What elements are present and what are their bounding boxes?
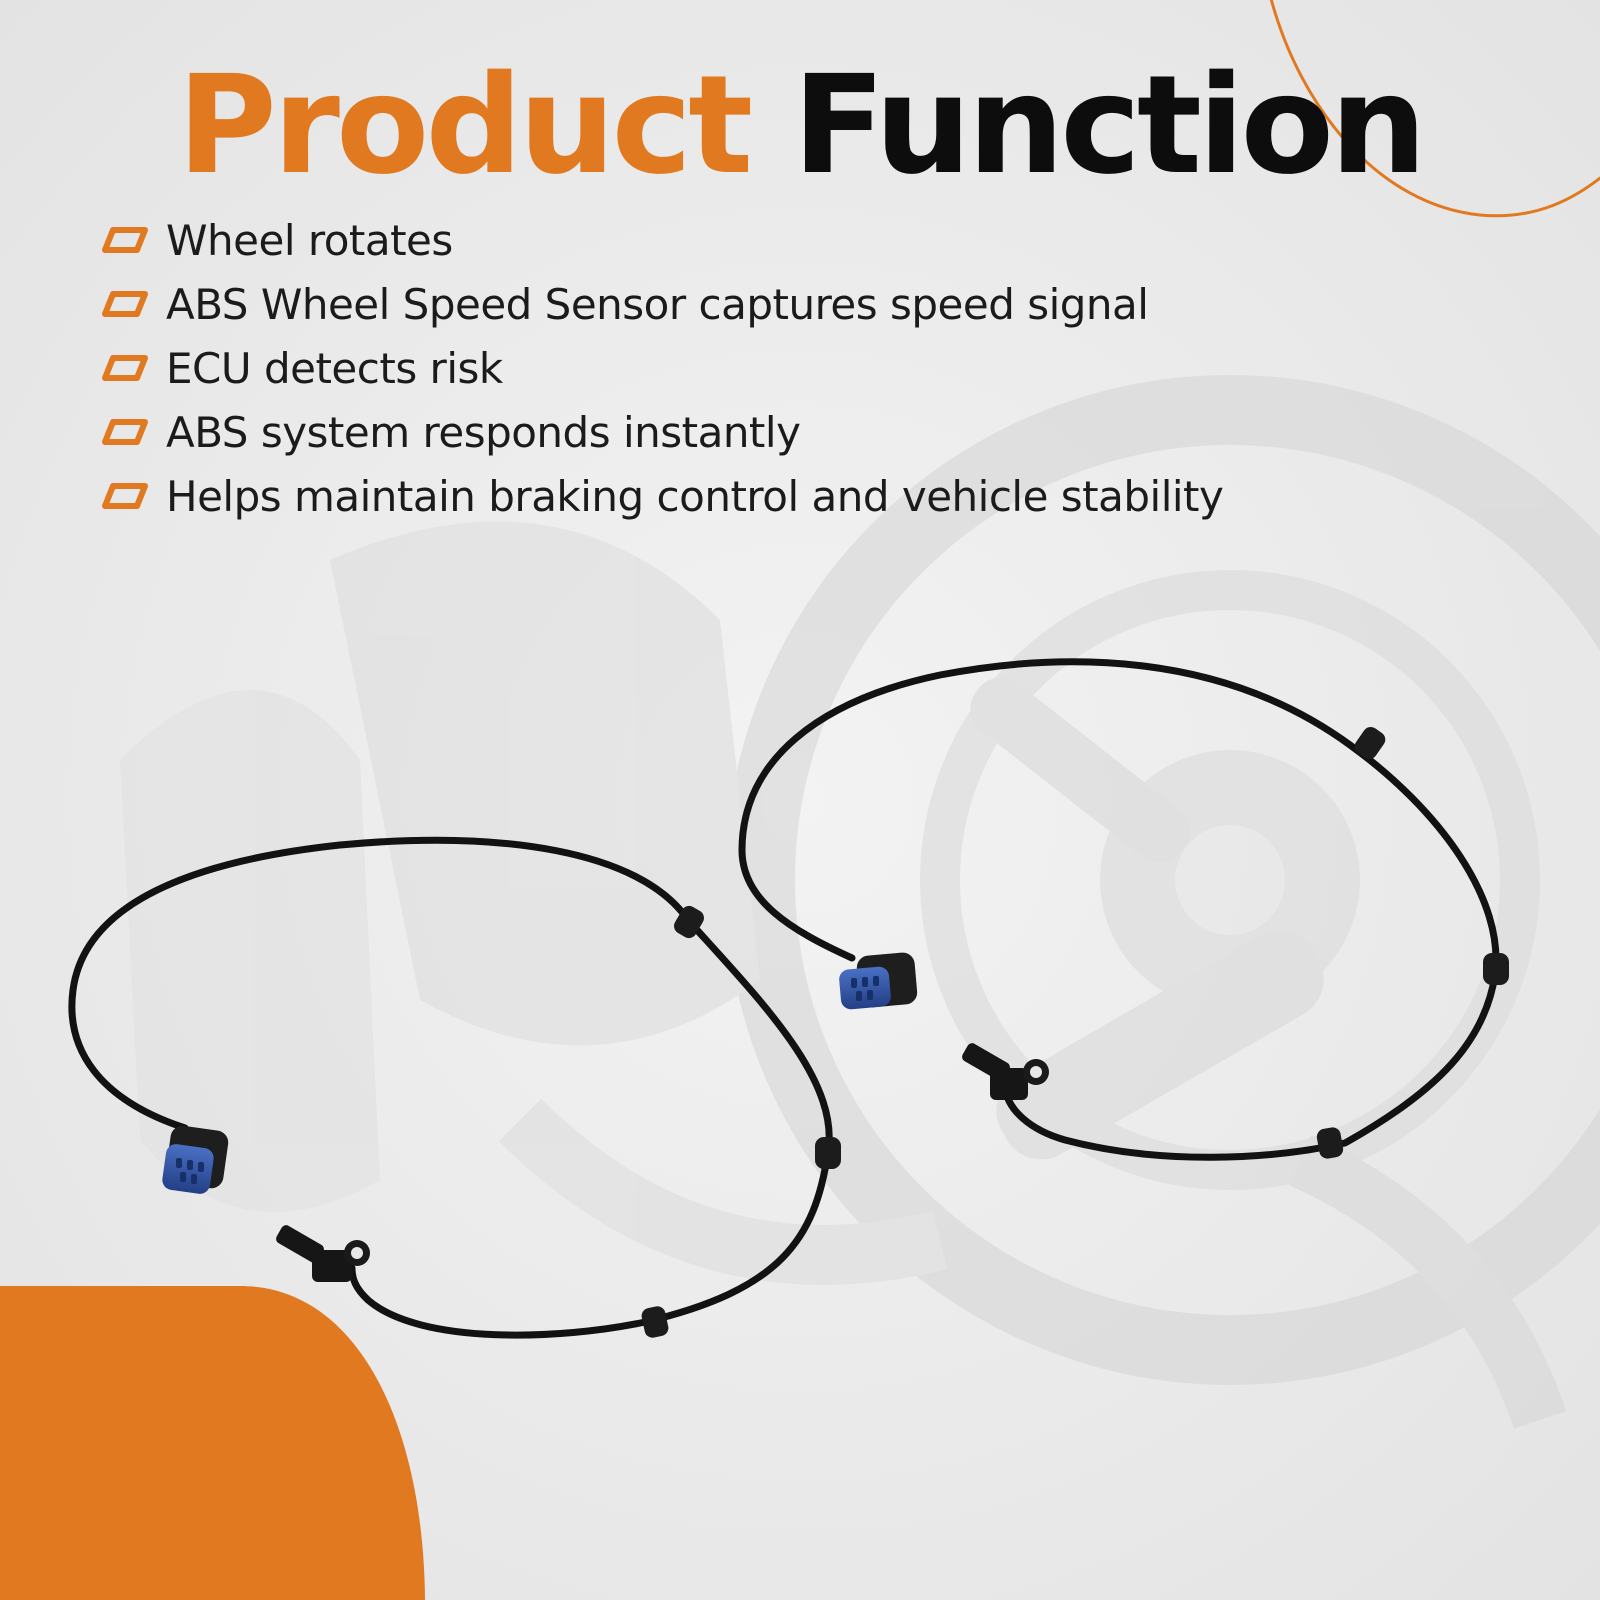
cable-grommet — [815, 1137, 841, 1169]
title-highlight-word: Product — [177, 47, 753, 205]
cable-grommet — [1316, 1127, 1344, 1159]
blue-connector-left — [162, 1125, 229, 1194]
rounded-parallelogram-icon — [102, 355, 148, 381]
cable-grommet — [641, 1306, 669, 1338]
sensor-head-left — [276, 1225, 370, 1282]
list-item: ECU detects risk — [100, 336, 1223, 400]
rounded-parallelogram-icon — [102, 227, 148, 253]
list-item: ABS system responds instantly — [100, 400, 1223, 464]
step-label: ECU detects risk — [166, 343, 503, 393]
abs-sensor-left — [68, 836, 841, 1339]
function-steps-list: Wheel rotates ABS Wheel Speed Sensor cap… — [100, 208, 1224, 528]
rounded-parallelogram-icon — [102, 419, 148, 445]
sensor-head-right — [962, 1043, 1049, 1100]
step-label: Wheel rotates — [166, 215, 453, 265]
accent-blob — [0, 1286, 425, 1600]
abs-sensor-right — [738, 658, 1509, 1161]
faded-brake-assembly-photo — [120, 375, 1600, 1429]
accent-curve — [1269, 0, 1600, 218]
page-title: Product Function — [0, 58, 1600, 194]
step-label: Helps maintain braking control and vehic… — [166, 471, 1224, 521]
rounded-parallelogram-icon — [102, 291, 148, 317]
list-item: Helps maintain braking control and vehic… — [100, 464, 1224, 528]
blue-connector-right — [839, 952, 918, 1010]
list-item: ABS Wheel Speed Sensor captures speed si… — [100, 272, 1223, 336]
cable-grommet — [674, 905, 704, 939]
title-word: Function — [792, 47, 1427, 205]
list-item: Wheel rotates — [100, 208, 1223, 272]
step-label: ABS Wheel Speed Sensor captures speed si… — [166, 279, 1149, 329]
cable-grommet — [1483, 953, 1509, 985]
rounded-parallelogram-icon — [102, 483, 148, 509]
cable-grommet — [1354, 726, 1386, 760]
step-label: ABS system responds instantly — [166, 407, 801, 457]
